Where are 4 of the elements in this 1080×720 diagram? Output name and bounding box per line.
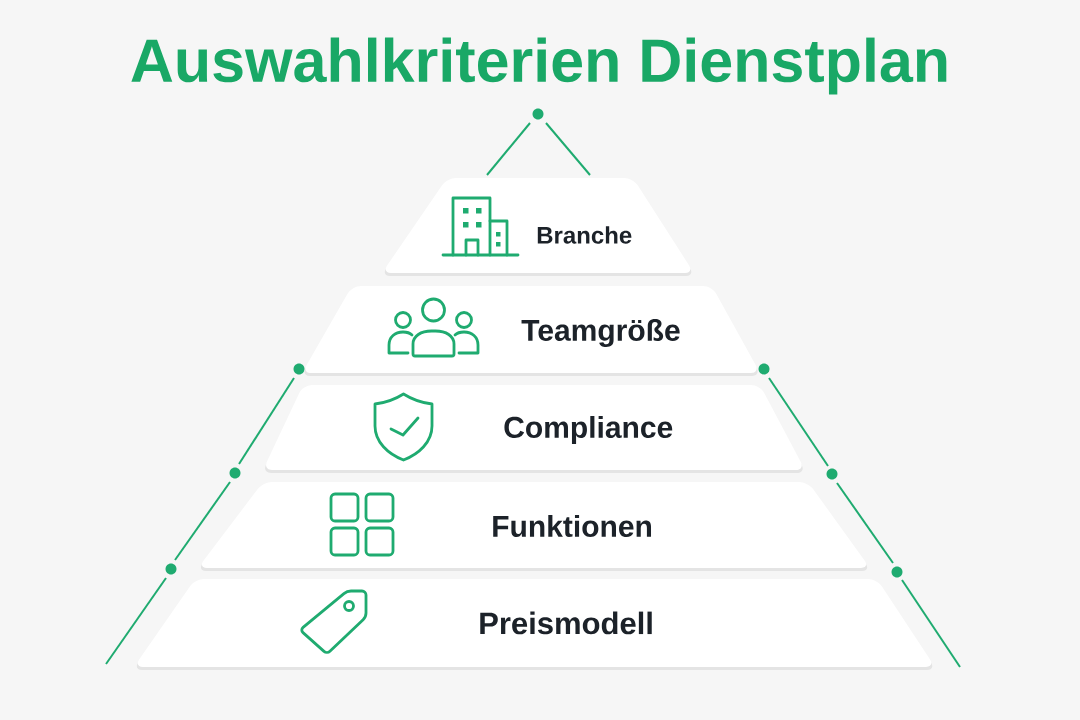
title: Auswahlkriterien Dienstplan <box>131 37 947 95</box>
pyramid-band: Branche <box>384 178 692 276</box>
pyramid-band: Preismodell <box>136 579 933 670</box>
pyramid-band: Compliance <box>265 385 803 473</box>
